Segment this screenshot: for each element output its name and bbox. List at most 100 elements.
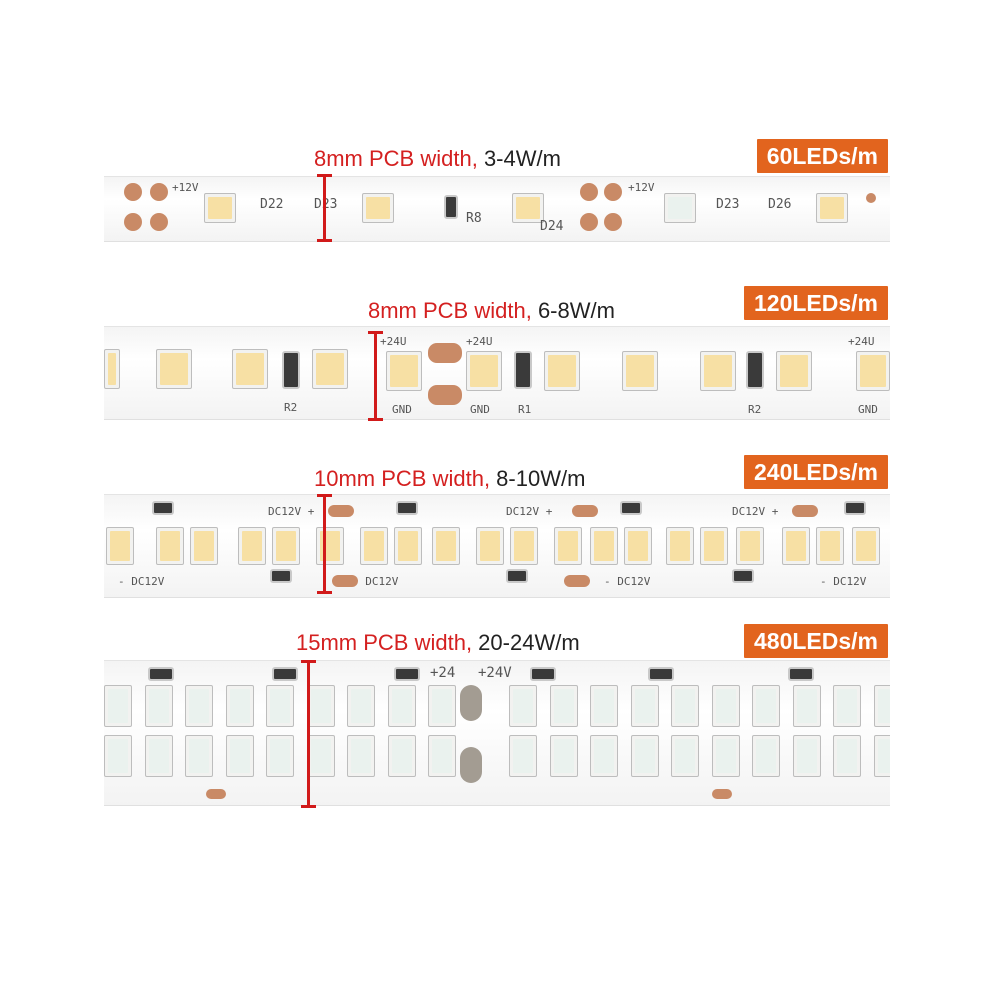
led-chip bbox=[106, 527, 134, 565]
width-marker bbox=[317, 174, 332, 242]
led-chip bbox=[238, 527, 266, 565]
led-chip bbox=[104, 349, 120, 389]
resistor bbox=[444, 195, 458, 219]
pcb-width-text: 10mm PCB width, bbox=[314, 466, 491, 491]
solder-pad bbox=[332, 575, 358, 587]
silk-label: D22 bbox=[260, 197, 284, 212]
led-chip bbox=[622, 351, 658, 391]
led-chip bbox=[144, 735, 173, 777]
silk-label: +12V bbox=[628, 181, 655, 194]
solder-pad bbox=[460, 685, 482, 721]
led-chip bbox=[630, 685, 659, 727]
led-chip bbox=[816, 527, 844, 565]
led-chip bbox=[671, 735, 699, 777]
led-chip bbox=[512, 193, 544, 223]
led-chip bbox=[272, 527, 300, 565]
resistor bbox=[732, 569, 754, 583]
solder-pad bbox=[328, 505, 354, 517]
silk-label: - DC12V bbox=[604, 575, 651, 588]
led-chip bbox=[225, 735, 254, 777]
led-chip bbox=[782, 527, 810, 565]
power-text: 6-8W/m bbox=[531, 298, 615, 323]
led-chip bbox=[509, 735, 537, 777]
led-chip bbox=[664, 193, 696, 223]
silk-label: +24V bbox=[478, 665, 512, 681]
solder-pad bbox=[124, 213, 142, 231]
silk-label: GND bbox=[858, 403, 878, 416]
led-chip bbox=[711, 685, 740, 727]
solder-pad bbox=[124, 183, 142, 201]
led-chip bbox=[856, 351, 890, 391]
silk-label: GND bbox=[470, 403, 490, 416]
pcb-width-text: 15mm PCB width, bbox=[296, 630, 473, 655]
silk-label: R2 bbox=[284, 401, 298, 414]
power-text: 20-24W/m bbox=[472, 630, 580, 655]
solder-pad bbox=[428, 385, 462, 405]
silk-label: DC12V + bbox=[732, 505, 779, 518]
led-chip bbox=[185, 735, 213, 777]
resistor bbox=[746, 351, 764, 389]
led-chip bbox=[428, 735, 456, 777]
led-chip bbox=[306, 685, 335, 727]
resistor bbox=[648, 667, 674, 681]
led-density-badge: 60LEDs/m bbox=[756, 139, 888, 173]
led-chip bbox=[590, 527, 618, 565]
led-density-badge: 240LEDs/m bbox=[743, 455, 888, 489]
led-chip bbox=[266, 685, 294, 727]
led-chip bbox=[624, 527, 652, 565]
solder-pad bbox=[428, 343, 462, 363]
solder-pad bbox=[712, 789, 732, 799]
led-chip bbox=[432, 527, 460, 565]
led-strip-480: +24 +24V bbox=[104, 660, 890, 806]
silk-label: - DC12V bbox=[118, 575, 165, 588]
resistor bbox=[530, 667, 556, 681]
led-chip bbox=[752, 735, 780, 777]
solder-pad bbox=[460, 747, 482, 783]
led-chip bbox=[736, 527, 764, 565]
resistor bbox=[396, 501, 418, 515]
resistor bbox=[282, 351, 300, 389]
led-chip bbox=[700, 527, 728, 565]
led-chip bbox=[833, 685, 861, 727]
resistor bbox=[788, 667, 814, 681]
led-chip bbox=[156, 527, 184, 565]
resistor bbox=[394, 667, 420, 681]
led-strip-240: DC12V + DC12V + DC12V + - DC12V - DC12V … bbox=[104, 494, 890, 598]
led-chip bbox=[156, 349, 192, 389]
resistor bbox=[270, 569, 292, 583]
led-chip bbox=[387, 735, 416, 777]
solder-pad bbox=[150, 183, 168, 201]
led-chip bbox=[630, 735, 659, 777]
width-marker bbox=[301, 660, 316, 808]
led-density-badge: 480LEDs/m bbox=[743, 624, 888, 658]
solder-pad bbox=[792, 505, 818, 517]
resistor bbox=[506, 569, 528, 583]
silk-label: R8 bbox=[466, 211, 482, 226]
silk-label: - DC12V bbox=[820, 575, 867, 588]
led-chip bbox=[476, 527, 504, 565]
led-chip bbox=[833, 735, 861, 777]
solder-pad bbox=[150, 213, 168, 231]
led-chip bbox=[362, 193, 394, 223]
led-chip bbox=[347, 735, 375, 777]
led-strip-60: +12V D22 D23 R8 D24 +12V D23 D26 bbox=[104, 176, 890, 242]
silk-label: +24 bbox=[430, 665, 456, 681]
led-chip bbox=[466, 351, 502, 391]
led-chip bbox=[776, 351, 812, 391]
led-chip bbox=[549, 685, 578, 727]
solder-pad bbox=[580, 213, 598, 231]
led-chip bbox=[386, 351, 422, 391]
led-chip bbox=[700, 351, 736, 391]
led-chip bbox=[185, 685, 213, 727]
led-density-badge: 120LEDs/m bbox=[743, 286, 888, 320]
led-chip bbox=[554, 527, 582, 565]
strip-caption: 15mm PCB width, 20-24W/m bbox=[296, 630, 580, 656]
led-chip bbox=[873, 685, 890, 727]
resistor bbox=[152, 501, 174, 515]
led-chip bbox=[360, 527, 388, 565]
led-chip bbox=[816, 193, 848, 223]
width-marker bbox=[317, 494, 332, 594]
silk-label: DC12V + bbox=[506, 505, 553, 518]
silk-label: R2 bbox=[748, 403, 762, 416]
resistor bbox=[272, 667, 298, 681]
